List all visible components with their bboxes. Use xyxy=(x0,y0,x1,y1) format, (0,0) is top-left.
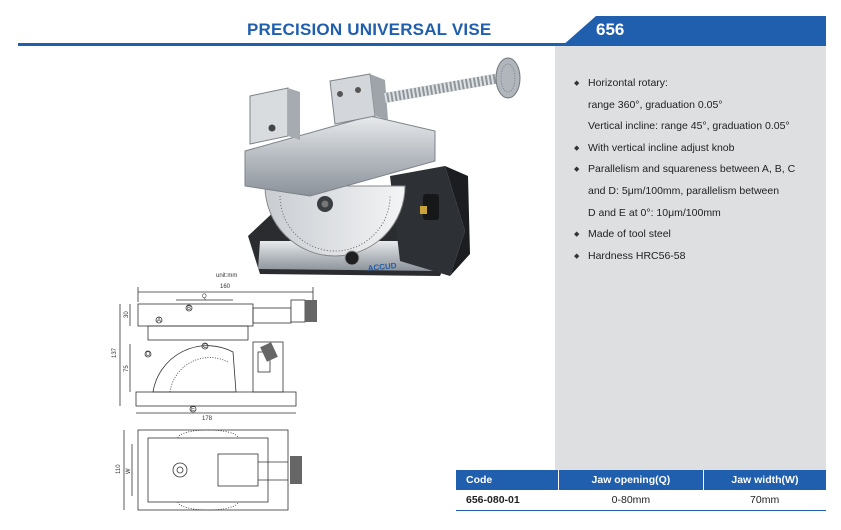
letter-c: C xyxy=(203,344,208,350)
dim-137: 137 xyxy=(112,347,118,358)
cell-jaw-width: 70mm xyxy=(703,490,826,511)
table-row: 656-080-01 0-80mm 70mm xyxy=(456,490,826,511)
spec-table: Code Jaw opening(Q) Jaw width(W) 656-080… xyxy=(456,470,826,511)
dim-q: Q xyxy=(202,294,207,300)
cell-code: 656-080-01 xyxy=(456,490,559,511)
feature-item: Parallelism and squareness between A, B,… xyxy=(574,159,824,181)
letter-b: B xyxy=(187,306,191,312)
feature-item: D and E at 0°: 10μm/100mm xyxy=(588,206,721,219)
feature-item: range 360°, graduation 0.05° xyxy=(588,98,723,111)
table-header-row: Code Jaw opening(Q) Jaw width(W) xyxy=(456,470,826,490)
vise-photo: ACCUD xyxy=(244,57,521,276)
code-tab xyxy=(562,16,826,46)
feature-item: and D: 5μm/100mm, parallelism between xyxy=(588,184,780,197)
unit-label: unit:mm xyxy=(216,273,237,279)
product-code: 656 xyxy=(596,20,625,39)
feature-item: Vertical incline: range 45°, graduation … xyxy=(588,120,790,133)
feature-item: Hardness HRC56-58 xyxy=(574,246,824,268)
feature-item: With vertical incline adjust knob xyxy=(574,138,824,160)
col-jaw-opening: Jaw opening(Q) xyxy=(558,470,704,490)
header-rule xyxy=(18,43,593,46)
feature-item: Made of tool steel xyxy=(574,224,824,246)
col-code: Code xyxy=(456,470,559,490)
brand-label: ACCUD xyxy=(367,261,397,273)
dim-w: W xyxy=(126,468,132,474)
feature-list: Horizontal rotary: range 360°, graduation… xyxy=(574,73,824,267)
cell-jaw-opening: 0-80mm xyxy=(558,490,704,511)
dim-30: 30 xyxy=(124,311,130,318)
letter-e: E xyxy=(191,407,195,413)
dim-178: 178 xyxy=(202,416,213,422)
feature-item: Horizontal rotary: xyxy=(574,73,824,95)
dim-160: 160 xyxy=(220,284,231,290)
page-title: PRECISION UNIVERSAL VISE xyxy=(247,20,492,39)
dim-110: 110 xyxy=(116,464,122,474)
col-jaw-width: Jaw width(W) xyxy=(703,470,826,490)
letter-d: D xyxy=(146,352,151,358)
front-view-drawing: unit:mm 160 Q 178 137 30 75 A B C D E xyxy=(112,273,317,422)
top-view-drawing: 110 W xyxy=(116,429,302,511)
letter-a: A xyxy=(157,318,161,324)
dim-75: 75 xyxy=(124,365,130,372)
